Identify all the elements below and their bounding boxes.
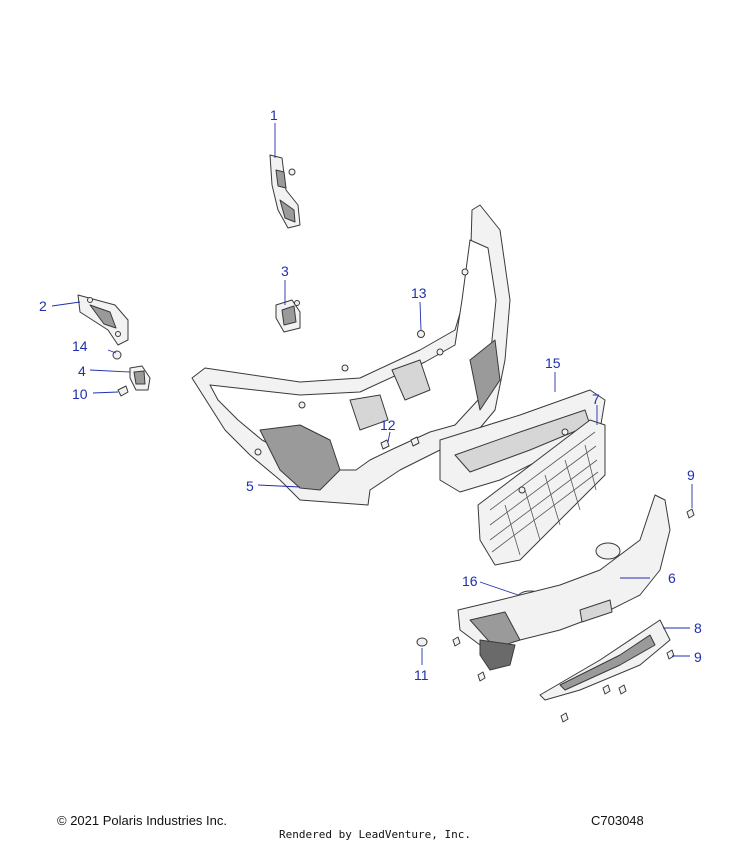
part-5-front-frame [191, 204, 511, 506]
callout-3[interactable]: 3 [281, 263, 289, 279]
callout-11[interactable]: 11 [414, 667, 429, 683]
callout-14[interactable]: 14 [72, 338, 88, 354]
part-12-screw [380, 436, 420, 450]
part-1-bracket [269, 154, 301, 229]
callout-1[interactable]: 1 [270, 107, 278, 123]
rendered-by-text: Rendered by LeadVenture, Inc. [278, 828, 472, 841]
callout-13[interactable]: 13 [411, 285, 427, 301]
part-3-mount [275, 299, 301, 333]
callout-12[interactable]: 12 [380, 417, 396, 433]
callout-9-lower[interactable]: 9 [694, 649, 702, 665]
part-13-nut [417, 330, 425, 338]
callout-8[interactable]: 8 [694, 620, 702, 636]
part-11-nut [416, 637, 428, 647]
leader-lines [51, 123, 693, 665]
callout-16[interactable]: 16 [462, 573, 478, 589]
callout-10[interactable]: 10 [72, 386, 88, 402]
part-10-screw [117, 385, 129, 397]
callout-15[interactable]: 15 [545, 355, 561, 371]
part-2-bracket [77, 294, 129, 346]
callout-5[interactable]: 5 [246, 478, 254, 494]
callout-4[interactable]: 4 [78, 363, 86, 379]
diagram-code: C703048 [591, 813, 644, 828]
callout-7[interactable]: 7 [592, 391, 600, 407]
callout-2[interactable]: 2 [39, 298, 47, 314]
copyright-text: © 2021 Polaris Industries Inc. [57, 813, 227, 828]
part-8-skid-plate [539, 619, 671, 701]
part-7-grille [477, 419, 606, 566]
part-6-lower-bumper [457, 494, 671, 671]
part-9-screw [452, 508, 695, 723]
callout-9-upper[interactable]: 9 [687, 467, 695, 483]
part-4-clip [129, 365, 151, 391]
callout-6[interactable]: 6 [668, 570, 676, 586]
